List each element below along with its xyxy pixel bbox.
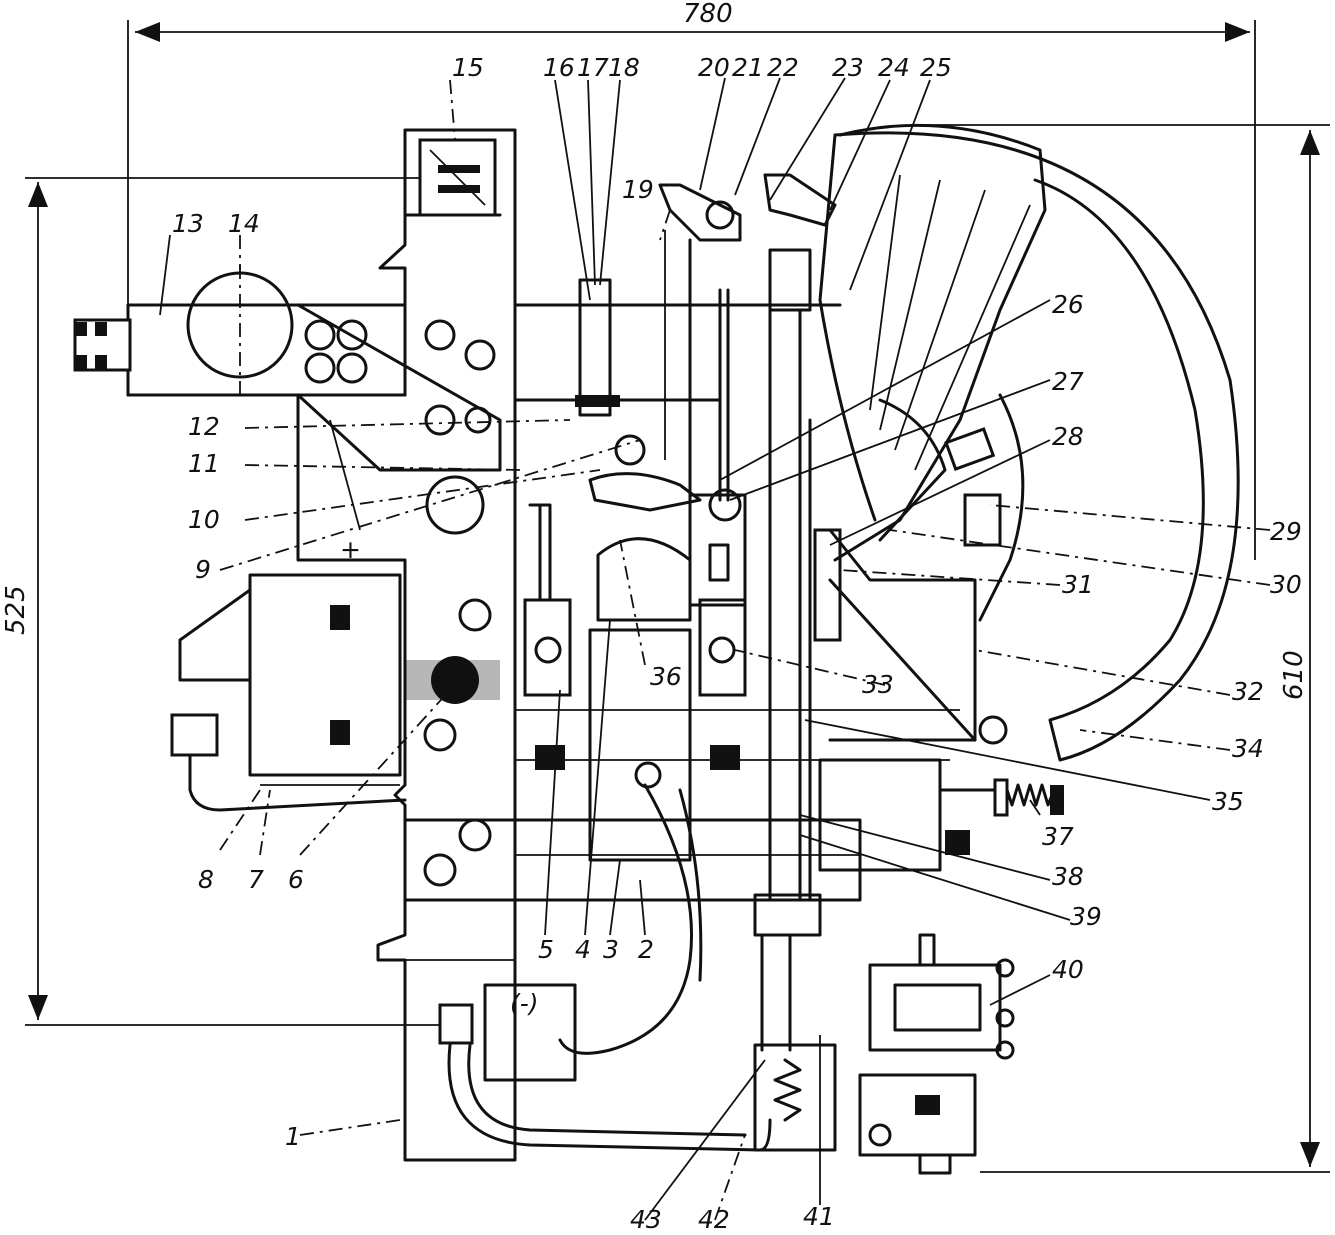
callout-10: 10 xyxy=(188,505,220,534)
central-contactor xyxy=(523,488,747,1055)
callout-35: 35 xyxy=(1212,787,1244,816)
callout-39: 39 xyxy=(1070,902,1102,931)
rollers xyxy=(304,319,646,887)
callout-3: 3 xyxy=(603,935,619,964)
callout-24: 24 xyxy=(878,53,910,82)
callout-7: 7 xyxy=(248,865,264,894)
right-box-38 xyxy=(818,758,1064,872)
callout-6: 6 xyxy=(288,865,304,894)
callout-37: 37 xyxy=(1042,822,1074,851)
callout-15: 15 xyxy=(452,53,484,82)
callout-42: 42 xyxy=(698,1205,730,1234)
callout-23: 23 xyxy=(832,53,864,82)
callout-30: 30 xyxy=(1270,570,1302,599)
callout-33: 33 xyxy=(862,670,894,699)
callout-22: 22 xyxy=(767,53,799,82)
callout-36: 36 xyxy=(650,662,682,691)
arc-chute xyxy=(818,123,1240,762)
dimension-lines xyxy=(25,20,1330,1173)
callout-12: 12 xyxy=(188,412,220,441)
callout-5: 5 xyxy=(538,935,554,964)
callout-19: 19 xyxy=(622,175,654,204)
callout-11: 11 xyxy=(188,449,220,478)
callout-13: 13 xyxy=(172,209,204,238)
callout-31: 31 xyxy=(1062,570,1094,599)
callout-4: 4 xyxy=(575,935,591,964)
negative-pole-sign: (-) xyxy=(510,989,539,1018)
callout-20: 20 xyxy=(698,53,730,82)
callout-labels: 1 2 3 4 5 6 7 8 9 10 11 12 13 14 15 16 1… xyxy=(172,53,1302,1234)
callout-9: 9 xyxy=(195,555,211,584)
callout-41: 41 xyxy=(803,1202,835,1231)
callout-18: 18 xyxy=(608,53,640,82)
dimension-height-610: 610 xyxy=(1279,650,1309,700)
callout-14: 14 xyxy=(228,209,260,238)
callout-27: 27 xyxy=(1052,367,1084,396)
dimension-height-525: 525 xyxy=(1,585,31,635)
callout-1: 1 xyxy=(285,1122,301,1151)
callout-21: 21 xyxy=(732,53,764,82)
callout-38: 38 xyxy=(1052,862,1084,891)
top-block-15 xyxy=(403,138,502,232)
callout-25: 25 xyxy=(920,53,952,82)
callout-34: 34 xyxy=(1232,734,1264,763)
leader-lines xyxy=(159,77,1271,1221)
bottom-right-valves xyxy=(753,933,1015,1175)
positive-pole-sign: + xyxy=(340,535,361,564)
callout-32: 32 xyxy=(1232,677,1264,706)
left-end-13-14 xyxy=(73,265,294,395)
arm-assembly xyxy=(575,173,837,512)
callout-17: 17 xyxy=(577,53,609,82)
callout-16: 16 xyxy=(543,53,575,82)
callout-8: 8 xyxy=(198,865,214,894)
callout-2: 2 xyxy=(638,935,654,964)
dimension-width: 780 xyxy=(683,0,733,29)
bottom-left-bracket xyxy=(438,983,772,1152)
callout-26: 26 xyxy=(1052,290,1084,319)
callout-29: 29 xyxy=(1270,517,1302,546)
left-box-7 xyxy=(170,573,500,812)
callout-40: 40 xyxy=(1052,955,1084,984)
callout-28: 28 xyxy=(1052,422,1084,451)
vertical-rod xyxy=(753,248,842,1052)
callout-43: 43 xyxy=(630,1205,662,1234)
